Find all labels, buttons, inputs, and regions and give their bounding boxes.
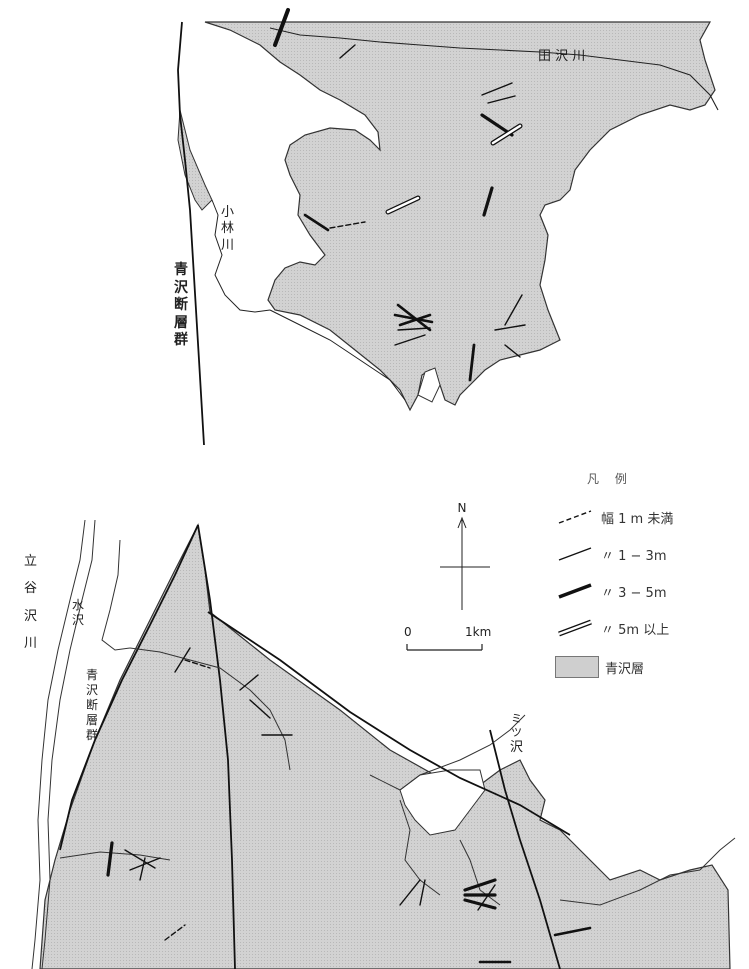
legend-item-dashed: 幅 1 m 未満 — [555, 506, 745, 528]
legend-title: 凡 例 — [587, 472, 633, 486]
north-arrow-label: N — [458, 501, 467, 515]
drainage-lower — [59, 647, 736, 906]
upper-inlet — [417, 367, 441, 403]
fault-lower-east — [489, 729, 561, 969]
scale-bar — [406, 644, 483, 651]
legend-label: 青沢層 — [605, 661, 645, 677]
mitsuzawa-label: ミ ツ 沢 — [510, 712, 524, 755]
dashed-line-symbol — [558, 510, 592, 524]
double-dike-upper-2 — [385, 195, 421, 215]
lower-hole — [399, 769, 486, 836]
legend-label: 〃 1 − 3m — [601, 548, 667, 564]
aosawa-fault-label-upper: 青 沢 断 層 群 — [174, 262, 188, 348]
legend-item-formation: 青沢層 — [555, 656, 745, 678]
scale-start-label: 0 — [404, 625, 412, 639]
fault-lower-center — [197, 524, 236, 969]
legend-item-thin: 〃 1 − 3m — [555, 543, 745, 565]
fault-lower-diagonal — [207, 611, 571, 836]
tazawa-river — [269, 27, 719, 111]
lower-map — [31, 519, 736, 969]
double-line-symbol — [558, 619, 592, 637]
north-arrow — [440, 516, 490, 610]
legend-item-double: 〃 5m 以上 — [555, 617, 745, 639]
dikes-lower — [106, 647, 592, 964]
double-dike-upper-1 — [490, 123, 523, 146]
aosawa-fault-label-lower: 青 沢 断 層 群 — [86, 668, 99, 742]
legend-label: 幅 1 m 未満 — [601, 511, 674, 527]
aosawa-fault-upper — [177, 21, 205, 446]
mizusawa-river — [101, 539, 131, 651]
kobayashi-river — [211, 199, 271, 313]
legend-label: 〃 5m 以上 — [601, 622, 670, 638]
tachiyazawa-river-label: 立 谷 沢 川 — [24, 554, 38, 651]
legend-item-thick: 〃 3 − 5m — [555, 580, 745, 602]
kobayashi-river-branch — [269, 309, 406, 401]
aosawa-formation-area-sliver — [177, 109, 213, 211]
dikes-upper — [273, 8, 526, 382]
scale-end-label: 1km — [465, 625, 491, 639]
tazawa-river-label: 田 沢 川 — [538, 49, 585, 64]
kobayashi-river-label: 小 林 川 — [221, 205, 235, 253]
thin-line-symbol — [558, 547, 592, 561]
aosawa-fault-lower — [59, 524, 199, 851]
mizusawa-label: 水 沢 — [72, 598, 85, 627]
tachiyazawa-river-bank — [41, 519, 96, 969]
tachiyazawa-river — [31, 519, 86, 969]
aosawa-formation-area-upper — [204, 21, 716, 412]
upper-map — [177, 8, 719, 446]
thick-line-symbol — [558, 583, 592, 599]
legend-label: 〃 3 − 5m — [601, 585, 667, 601]
shaded-area-symbol — [555, 656, 599, 678]
